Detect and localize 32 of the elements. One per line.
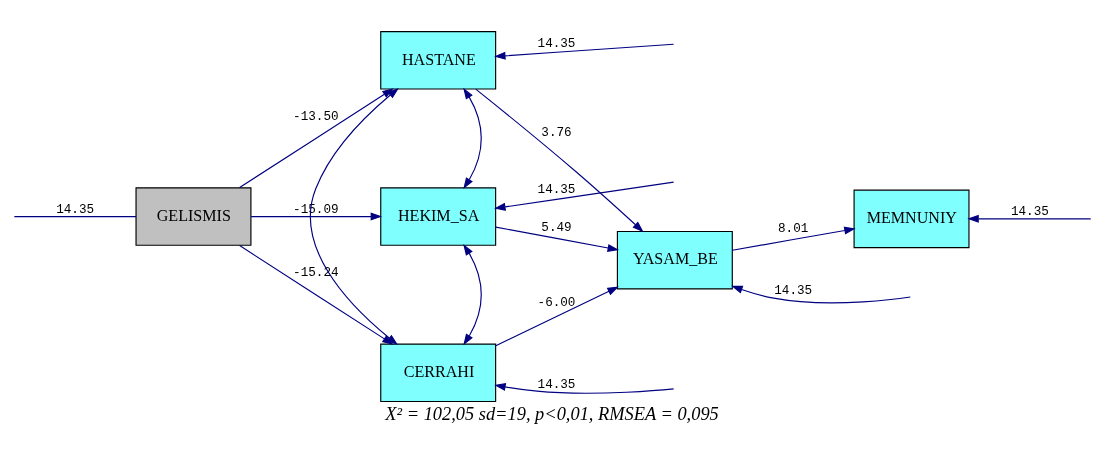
edge-label: 3.76 bbox=[541, 124, 572, 140]
edge-label: -13.50 bbox=[293, 108, 339, 124]
arrow bbox=[494, 181, 675, 211]
arrow bbox=[250, 212, 383, 221]
arrow bbox=[495, 286, 619, 346]
arrow bbox=[463, 87, 482, 189]
arrow bbox=[239, 87, 394, 188]
edge-label: 8.01 bbox=[778, 220, 809, 236]
arrow bbox=[495, 226, 620, 252]
node-box: HEKIM_SA bbox=[380, 186, 497, 246]
arrow bbox=[731, 226, 856, 251]
edge-label: 14.35 bbox=[1010, 203, 1049, 219]
arrow bbox=[967, 214, 1092, 223]
edge-label: -6.00 bbox=[537, 294, 576, 310]
connector bbox=[13, 215, 137, 217]
edge-label: 14.35 bbox=[537, 181, 576, 197]
edge-label: 14.35 bbox=[56, 201, 95, 217]
node-box: GELISMIS bbox=[135, 186, 252, 246]
arrow bbox=[731, 285, 911, 303]
node-box: YASAM_BE bbox=[616, 230, 733, 289]
arrow bbox=[494, 382, 675, 394]
edge-label: 5.49 bbox=[541, 219, 572, 235]
node-box: MEMNUNIY bbox=[853, 189, 970, 248]
edge-label: 14.35 bbox=[537, 35, 576, 51]
arrow bbox=[475, 88, 644, 232]
arrow bbox=[463, 243, 482, 345]
edge-label: 14.35 bbox=[774, 282, 813, 298]
edge-label: 14.35 bbox=[537, 376, 576, 392]
caption: X² = 102,05 sd=19, p<0,01, RMSEA = 0,095 bbox=[385, 403, 719, 424]
node-box: CERRAHI bbox=[380, 343, 497, 402]
node-box: HASTANE bbox=[380, 30, 497, 90]
arrow bbox=[494, 43, 675, 60]
